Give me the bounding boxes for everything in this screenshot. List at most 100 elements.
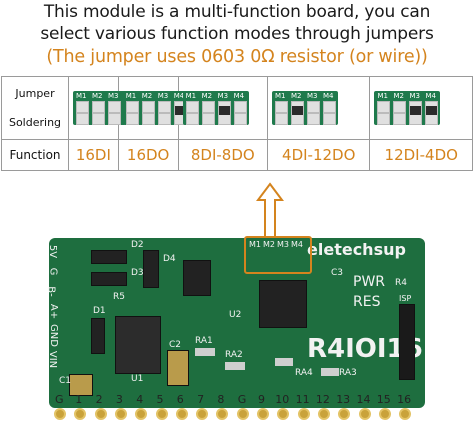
- soldered-resistor: [218, 106, 230, 115]
- isp-label: ISP: [399, 294, 412, 303]
- pwr-label: PWR: [353, 274, 386, 290]
- label-ra2: RA2: [225, 350, 243, 360]
- bottom-pin-label: 2: [95, 393, 103, 406]
- jumper-pad: [393, 101, 407, 113]
- header-pin: [114, 408, 127, 420]
- jumper-pad: [157, 101, 171, 113]
- jumper-pad-label: M3: [157, 92, 169, 100]
- label-r4: R4: [395, 278, 407, 288]
- regulator-u1-component: [115, 316, 161, 374]
- jumper-pad: [76, 113, 89, 125]
- up-arrow-icon: [256, 182, 284, 239]
- jumper-pad: [125, 113, 139, 125]
- bottom-pin-label: G: [237, 393, 247, 406]
- pin-label-g: G: [47, 267, 59, 276]
- diode-d2-component: [91, 250, 127, 264]
- pin-label-vin: VIN: [47, 350, 59, 369]
- bottom-pin-label: 13: [336, 393, 351, 406]
- row-label-jumper: Jumper Soldering: [1, 76, 69, 140]
- function-8di-8do: 8DI-8DO: [177, 139, 268, 171]
- bottom-pin-label: 10: [275, 393, 290, 406]
- isp-header: [399, 304, 415, 380]
- header-pin: [74, 408, 87, 420]
- jumper-pad: [201, 113, 215, 125]
- bottom-pin-label: 6: [176, 393, 184, 406]
- bottom-pin-label: 11: [295, 393, 310, 406]
- jumper-pad: [92, 101, 105, 113]
- soldered-resistor: [426, 106, 438, 115]
- jumper-pad: [233, 113, 247, 125]
- label-ra4: RA4: [295, 368, 313, 378]
- capacitor-c1-component: [69, 374, 93, 396]
- label-ra3: RA3: [339, 368, 357, 378]
- bottom-pin-label: 1: [75, 393, 83, 406]
- jumper-pad: [306, 101, 320, 113]
- jumper-pad-label: M3: [108, 92, 119, 100]
- jumper-pad: [125, 101, 139, 113]
- jumper-pad-label: M1: [377, 92, 388, 100]
- header-pin: [378, 408, 391, 420]
- jumper-pad-label: M3: [306, 92, 318, 100]
- res-label: RES: [353, 294, 381, 310]
- jumper-pad: [274, 113, 288, 125]
- header-pin: [216, 408, 229, 420]
- soldered-resistor: [410, 106, 422, 115]
- function-16di: 16DI: [68, 139, 119, 171]
- board-jumper-m2: M2: [263, 240, 275, 249]
- jumper-pad: [185, 101, 199, 113]
- bottom-pin-label: 8: [217, 393, 225, 406]
- bottom-pin-label: G: [55, 393, 64, 406]
- bottom-pin-label: 3: [115, 393, 123, 406]
- bottom-pin-label: 9: [258, 393, 265, 406]
- jumper-pad: [306, 113, 320, 125]
- jumper-pad-label: M2: [141, 92, 153, 100]
- resistor-array-ra4: [275, 358, 293, 366]
- brand-label: eletechsup: [307, 240, 406, 259]
- resistor-array-ra2: [225, 362, 245, 370]
- jumper-pad-label: M3: [217, 92, 229, 100]
- diode-d1-component: [91, 318, 105, 354]
- board-jumper-m4: M4: [291, 240, 303, 249]
- bottom-pin-label: 7: [197, 393, 205, 406]
- label-d3: D3: [131, 268, 144, 278]
- jumper-pad: [274, 101, 288, 113]
- bottom-pin-label: 14: [356, 393, 371, 406]
- jumper-pad-label: M1: [274, 92, 286, 100]
- jumper-pad-label: M2: [290, 92, 302, 100]
- label-c2: C2: [169, 340, 182, 350]
- jumper-pad: [76, 101, 89, 113]
- transceiver-chip: [183, 260, 211, 296]
- jumper-pad-label: M2: [92, 92, 103, 100]
- jumper-pad-label: M1: [125, 92, 137, 100]
- pin-label-gnd: GND: [47, 324, 59, 347]
- label-ra1: RA1: [195, 336, 213, 346]
- jumper-pad: [141, 101, 155, 113]
- board-jumper-m3: M3: [277, 240, 289, 249]
- label-d4: D4: [163, 254, 176, 264]
- jumper-pad: [157, 113, 171, 125]
- jumper-pad-label: M3: [409, 92, 420, 100]
- resistor-array-ra3: [321, 368, 339, 376]
- jumper-pad: [233, 101, 247, 113]
- jumper-pad: [377, 101, 391, 113]
- jumper-pad-label: M4: [425, 92, 436, 100]
- function-16do: 16DO: [117, 139, 179, 171]
- header-pin: [94, 408, 107, 420]
- bottom-pin-label: 15: [376, 393, 391, 406]
- header-pin: [196, 408, 209, 420]
- label-jumper: Jumper: [15, 87, 55, 100]
- header-pin: [317, 408, 330, 420]
- jumper-pad: [92, 113, 105, 125]
- resistor-array-ra1: [195, 348, 215, 356]
- header-pin: [358, 408, 371, 420]
- bottom-pin-label: 16: [397, 393, 412, 406]
- function-4di-12do: 4DI-12DO: [266, 139, 371, 171]
- label-u2: U2: [229, 310, 242, 320]
- pin-label-b-minus: B-: [45, 286, 57, 297]
